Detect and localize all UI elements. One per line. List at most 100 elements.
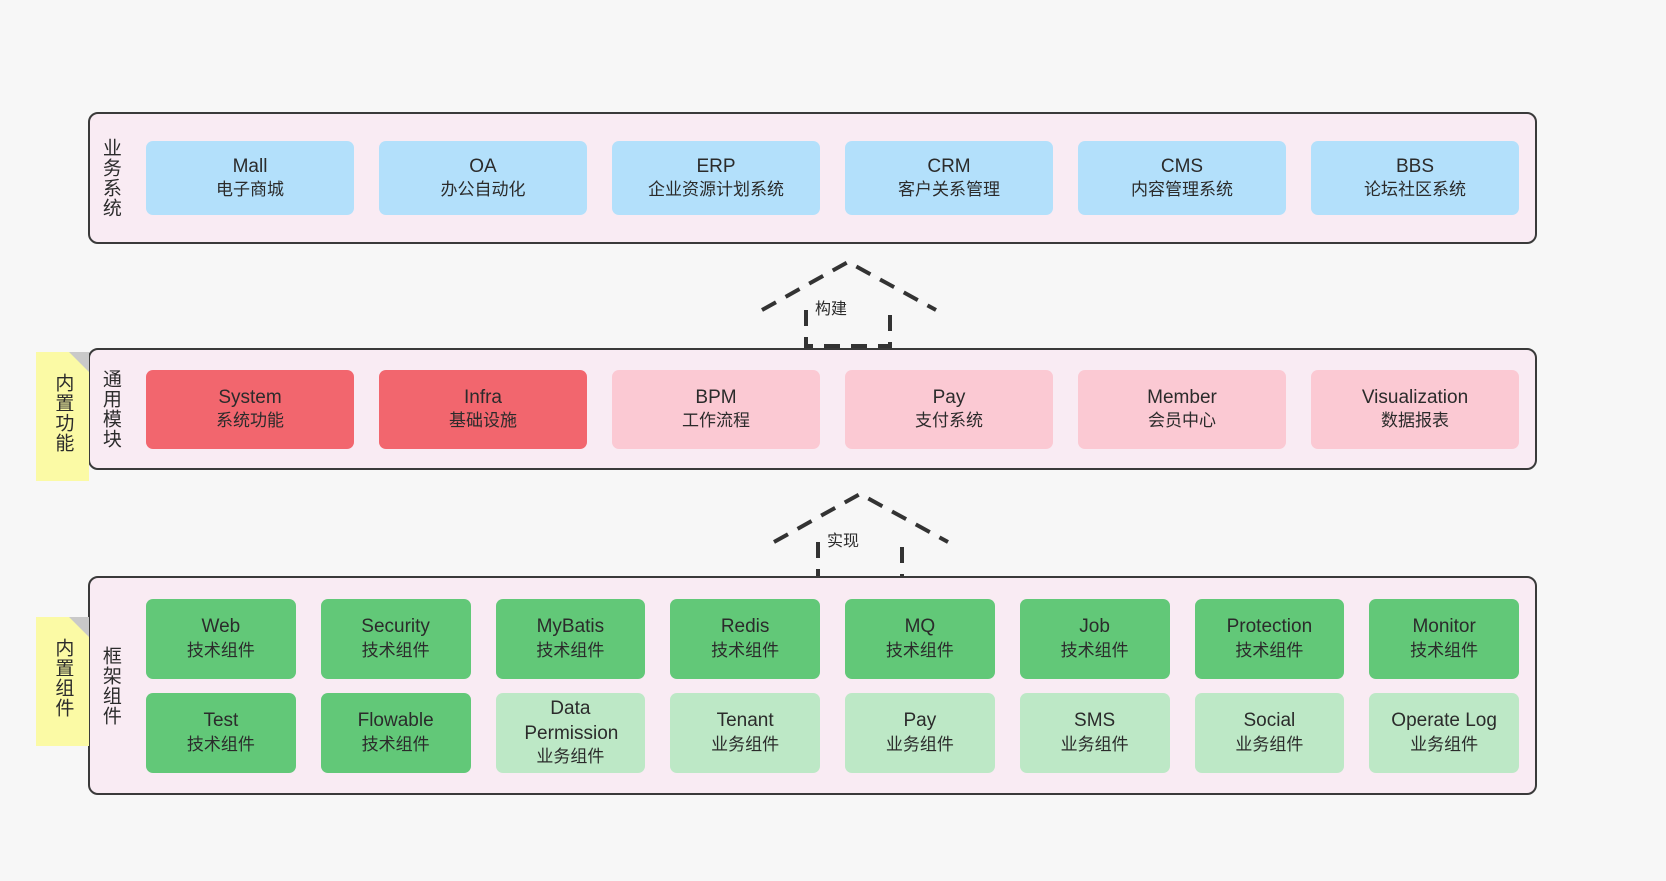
layer-business-system-title: 业务系统 xyxy=(99,138,121,218)
card-row: System 系统功能 Infra 基础设施 BPM 工作流程 Pay 支付系统… xyxy=(146,369,1519,449)
card-subtitle: 技术组件 xyxy=(885,640,954,660)
card-row: Test 技术组件 Flowable 技术组件 Data Permission … xyxy=(146,692,1519,773)
card-subtitle: 支付系统 xyxy=(915,411,983,431)
card-title: System xyxy=(218,386,282,408)
note-builtin-feature: 内置功能 xyxy=(36,352,89,481)
card-pay[interactable]: Pay 支付系统 xyxy=(845,369,1053,449)
card-redis[interactable]: Redis 技术组件 xyxy=(670,598,820,679)
card-subtitle: 技术组件 xyxy=(186,734,255,754)
card-social[interactable]: Social 业务组件 xyxy=(1194,692,1345,773)
card-title: MyBatis xyxy=(536,616,605,638)
card-title: MQ xyxy=(904,616,936,638)
card-subtitle: 企业资源计划系统 xyxy=(648,180,784,200)
connector-build-label: 构建 xyxy=(812,295,851,319)
card-title: Security xyxy=(361,616,430,638)
card-infra[interactable]: Infra 基础设施 xyxy=(379,369,587,449)
card-subtitle: 业务组件 xyxy=(536,746,605,766)
card-title: CRM xyxy=(927,155,971,177)
card-row: Mall 电子商城 OA 办公自动化 ERP 企业资源计划系统 CRM 客户关系… xyxy=(146,141,1519,215)
card-crm[interactable]: CRM 客户关系管理 xyxy=(845,141,1053,215)
connector-stem xyxy=(816,542,904,580)
card-mybatis[interactable]: MyBatis 技术组件 xyxy=(495,598,646,679)
card-subtitle: 业务组件 xyxy=(711,734,780,754)
card-title: SMS xyxy=(1074,710,1116,732)
note-fold-corner-icon xyxy=(69,352,89,372)
layer-framework-component-title: 框架组件 xyxy=(99,645,121,726)
card-title: Pay xyxy=(903,710,937,732)
card-system[interactable]: System 系统功能 xyxy=(146,369,354,449)
card-data-permission[interactable]: Data Permission 业务组件 xyxy=(495,692,646,773)
card-subtitle: 数据报表 xyxy=(1381,411,1449,431)
card-subtitle: 业务组件 xyxy=(885,734,954,754)
card-sms[interactable]: SMS 业务组件 xyxy=(1019,692,1170,773)
card-title: Monitor xyxy=(1412,616,1476,638)
card-title: Tenant xyxy=(716,710,774,732)
card-title: Pay xyxy=(932,386,966,408)
card-title: Redis xyxy=(720,616,770,638)
card-title: Test xyxy=(203,710,239,732)
card-subtitle: 内容管理系统 xyxy=(1131,180,1233,200)
card-subtitle: 业务组件 xyxy=(1410,734,1479,754)
layer-common-module-body: System 系统功能 Infra 基础设施 BPM 工作流程 Pay 支付系统… xyxy=(130,350,1535,468)
card-web[interactable]: Web 技术组件 xyxy=(146,598,296,679)
card-mq[interactable]: MQ 技术组件 xyxy=(845,598,995,679)
card-bpm[interactable]: BPM 工作流程 xyxy=(612,369,820,449)
layer-business-system: 业务系统 Mall 电子商城 OA 办公自动化 ERP 企业资源计划系统 CRM… xyxy=(88,112,1537,244)
card-subtitle: 技术组件 xyxy=(1060,640,1129,660)
card-title: Protection xyxy=(1226,616,1313,638)
card-title: Member xyxy=(1147,386,1217,408)
card-flowable[interactable]: Flowable 技术组件 xyxy=(320,692,471,773)
card-title: Flowable xyxy=(357,710,434,732)
card-title: Social xyxy=(1243,710,1296,732)
card-subtitle: 技术组件 xyxy=(536,640,605,660)
note-label: 内置功能 xyxy=(52,372,74,453)
card-job[interactable]: Job 技术组件 xyxy=(1019,598,1170,679)
card-oa[interactable]: OA 办公自动化 xyxy=(379,141,587,215)
note-label: 内置组件 xyxy=(52,637,74,718)
card-protection[interactable]: Protection 技术组件 xyxy=(1194,598,1345,679)
card-subtitle: 技术组件 xyxy=(186,640,255,660)
card-title: Operate Log xyxy=(1391,710,1497,732)
card-title: Visualization xyxy=(1361,386,1469,408)
card-title: Job xyxy=(1079,616,1110,638)
card-title: Web xyxy=(201,616,241,638)
generalization-arrowhead xyxy=(761,259,937,312)
connector-build: 构建 xyxy=(760,258,940,348)
card-title: CMS xyxy=(1160,155,1204,177)
card-security[interactable]: Security 技术组件 xyxy=(320,598,471,679)
layer-common-module: 通用模块 System 系统功能 Infra 基础设施 BPM 工作流程 Pay… xyxy=(88,348,1537,470)
card-subtitle: 基础设施 xyxy=(449,411,517,431)
generalization-arrowhead xyxy=(773,491,949,544)
card-tenant[interactable]: Tenant 业务组件 xyxy=(670,692,820,773)
layer-business-system-body: Mall 电子商城 OA 办公自动化 ERP 企业资源计划系统 CRM 客户关系… xyxy=(130,114,1535,242)
card-row: Web 技术组件 Security 技术组件 MyBatis 技术组件 Redi… xyxy=(146,598,1519,679)
card-pay-business[interactable]: Pay 业务组件 xyxy=(845,692,995,773)
card-title: Infra xyxy=(463,386,503,408)
card-subtitle: 系统功能 xyxy=(216,411,284,431)
card-erp[interactable]: ERP 企业资源计划系统 xyxy=(612,141,820,215)
card-subtitle: 电子商城 xyxy=(216,180,284,200)
card-title: BPM xyxy=(695,386,737,408)
card-subtitle: 业务组件 xyxy=(1060,734,1129,754)
card-subtitle: 论坛社区系统 xyxy=(1364,180,1466,200)
card-subtitle: 技术组件 xyxy=(1235,640,1304,660)
card-operate-log[interactable]: Operate Log 业务组件 xyxy=(1369,692,1519,773)
card-subtitle: 技术组件 xyxy=(1410,640,1479,660)
card-title: Mall xyxy=(232,155,268,177)
card-subtitle: 工作流程 xyxy=(682,411,750,431)
card-title: OA xyxy=(469,155,497,177)
card-test[interactable]: Test 技术组件 xyxy=(146,692,296,773)
card-mall[interactable]: Mall 电子商城 xyxy=(146,141,354,215)
card-visualization[interactable]: Visualization 数据报表 xyxy=(1311,369,1519,449)
card-cms[interactable]: CMS 内容管理系统 xyxy=(1078,141,1286,215)
layer-framework-component: 框架组件 Web 技术组件 Security 技术组件 MyBatis 技术组件… xyxy=(88,576,1537,795)
layer-common-module-title: 通用模块 xyxy=(99,369,121,449)
card-member[interactable]: Member 会员中心 xyxy=(1078,369,1286,449)
card-title: BBS xyxy=(1395,155,1435,177)
card-monitor[interactable]: Monitor 技术组件 xyxy=(1369,598,1519,679)
note-fold-corner-icon xyxy=(69,617,89,637)
connector-implement: 实现 xyxy=(772,490,952,580)
card-bbs[interactable]: BBS 论坛社区系统 xyxy=(1311,141,1519,215)
connector-implement-label: 实现 xyxy=(824,527,863,551)
